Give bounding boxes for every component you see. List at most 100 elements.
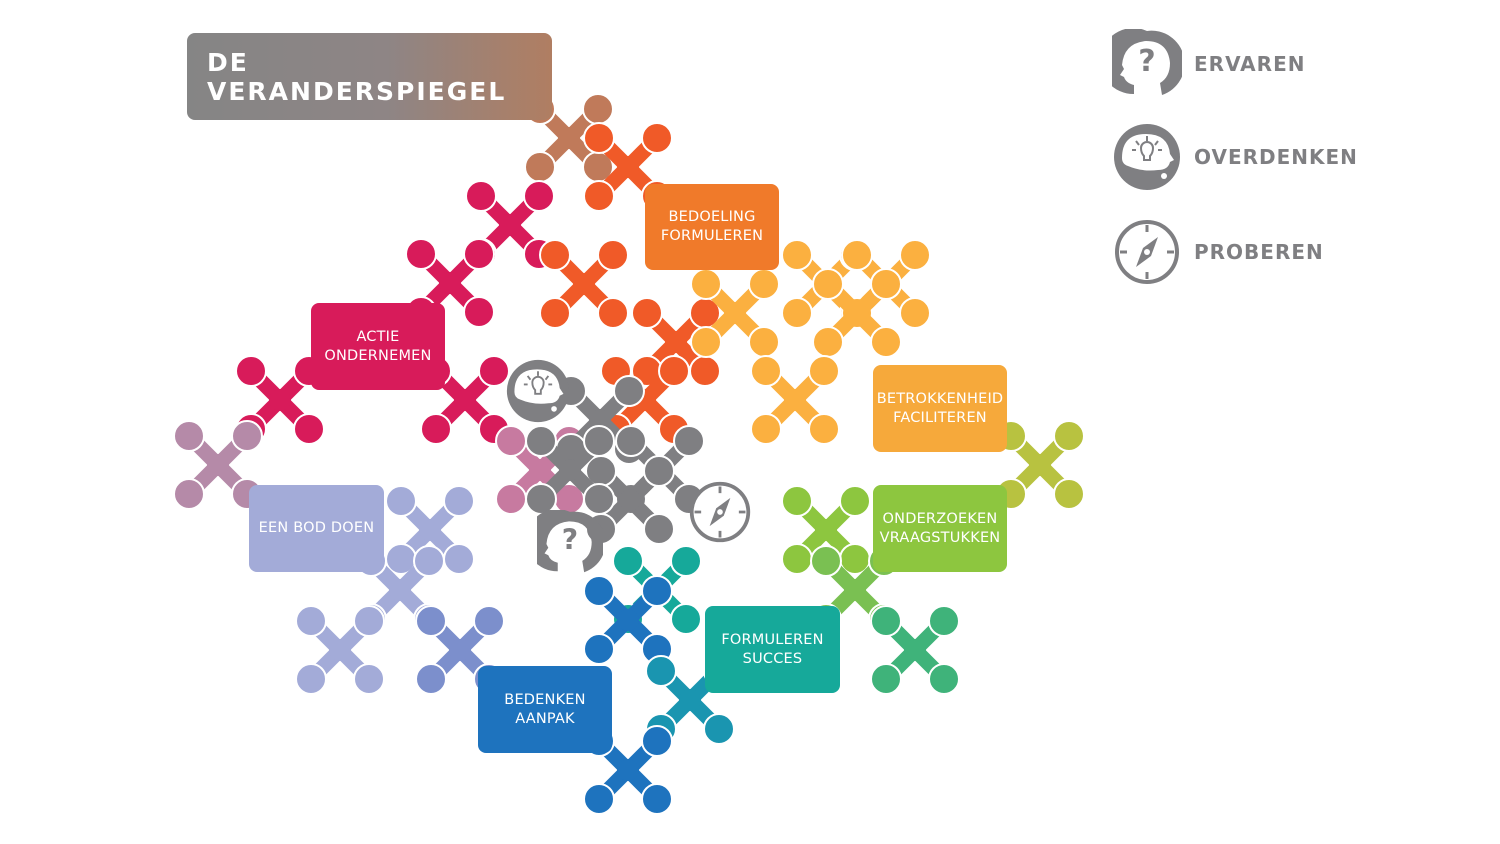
molecule-atom bbox=[295, 605, 327, 637]
step-line1: ONDERZOEKEN bbox=[882, 510, 998, 527]
molecule-node bbox=[583, 575, 673, 665]
molecule-atom bbox=[405, 238, 437, 270]
molecule-atom bbox=[870, 663, 902, 695]
molecule-core bbox=[846, 302, 868, 324]
molecule-core bbox=[499, 214, 521, 236]
molecule-atom bbox=[748, 326, 780, 358]
molecule-atom bbox=[353, 663, 385, 695]
molecule-core bbox=[844, 579, 866, 601]
thought-lightbulb-icon bbox=[1113, 123, 1181, 191]
molecule-atom bbox=[641, 575, 673, 607]
molecule-core bbox=[665, 331, 687, 353]
molecule-core bbox=[679, 689, 701, 711]
head-question-icon bbox=[1112, 29, 1182, 96]
legend-overdenken: OVERDENKEN bbox=[1112, 122, 1358, 192]
molecule-node bbox=[405, 238, 495, 328]
molecule-core bbox=[784, 389, 806, 411]
molecule-atom bbox=[673, 425, 705, 457]
step-line1: ACTIE bbox=[356, 328, 400, 345]
molecule-atom bbox=[750, 355, 782, 387]
molecule-atom bbox=[670, 603, 702, 635]
molecule-atom bbox=[808, 413, 840, 445]
molecule-core bbox=[449, 639, 471, 661]
step-onderzoeken-vraagstukken: ONDERZOEKEN VRAAGSTUKKEN bbox=[873, 485, 1007, 572]
title-text: DE VERANDERSPIEGEL bbox=[207, 47, 507, 106]
molecule-atom bbox=[870, 326, 902, 358]
molecule-atom bbox=[670, 545, 702, 577]
legend-label: ERVAREN bbox=[1194, 52, 1306, 76]
molecule-atom bbox=[523, 180, 555, 212]
step-een-bod-doen: EEN BOD DOEN bbox=[249, 485, 384, 572]
molecule-core bbox=[269, 389, 291, 411]
molecule-atom bbox=[928, 663, 960, 695]
molecule-atom bbox=[839, 485, 871, 517]
step-line2: FACILITEREN bbox=[893, 409, 987, 426]
step-line1: FORMULEREN bbox=[721, 631, 824, 648]
molecule-atom bbox=[781, 485, 813, 517]
molecule-core bbox=[329, 639, 351, 661]
molecule-core bbox=[573, 273, 595, 295]
molecule-atom bbox=[353, 605, 385, 637]
molecule-atom bbox=[613, 375, 645, 407]
molecule-atom bbox=[615, 425, 647, 457]
step-line1: BEDENKEN bbox=[504, 691, 586, 708]
molecule-atom bbox=[583, 483, 615, 515]
compass-icon bbox=[689, 481, 751, 543]
molecule-core bbox=[724, 302, 746, 324]
step-line2: AANPAK bbox=[515, 710, 575, 727]
molecule-atom bbox=[583, 180, 615, 212]
molecule-node bbox=[781, 485, 871, 575]
molecule-atom bbox=[645, 655, 677, 687]
step-line2: ONDERNEMEN bbox=[324, 347, 432, 364]
molecule-atom bbox=[173, 420, 205, 452]
molecule-atom bbox=[1053, 478, 1085, 510]
step-line2: VRAAGSTUKKEN bbox=[879, 529, 1001, 546]
molecule-core bbox=[589, 409, 611, 431]
molecule-atom bbox=[643, 513, 675, 545]
molecule-atom bbox=[420, 413, 452, 445]
molecule-atom bbox=[583, 425, 615, 457]
molecule-node bbox=[995, 420, 1085, 510]
page-title: DE VERANDERSPIEGEL bbox=[187, 33, 552, 120]
molecule-atom bbox=[899, 239, 931, 271]
molecule-atom bbox=[173, 478, 205, 510]
molecule-atom bbox=[231, 420, 263, 452]
molecule-atom bbox=[597, 297, 629, 329]
molecule-atom bbox=[841, 239, 873, 271]
molecule-atom bbox=[495, 425, 527, 457]
molecule-core bbox=[815, 519, 837, 541]
molecule-atom bbox=[781, 297, 813, 329]
molecule-atom bbox=[808, 355, 840, 387]
molecule-core bbox=[617, 156, 639, 178]
molecule-core bbox=[1029, 454, 1051, 476]
molecule-atom bbox=[463, 238, 495, 270]
molecule-node bbox=[750, 355, 840, 445]
molecule-atom bbox=[812, 268, 844, 300]
molecule-atom bbox=[703, 713, 735, 745]
molecule-atom bbox=[525, 425, 557, 457]
molecule-atom bbox=[473, 605, 505, 637]
molecule-atom bbox=[810, 545, 842, 577]
molecule-node bbox=[295, 605, 385, 695]
step-line1: EEN BOD DOEN bbox=[258, 520, 375, 536]
step-line1: BEDOELING bbox=[668, 209, 756, 225]
molecule-node bbox=[524, 93, 614, 183]
legend-ervaren: ERVAREN bbox=[1112, 29, 1305, 99]
step-line2: FORMULEREN bbox=[660, 228, 764, 244]
molecule-atom bbox=[539, 239, 571, 271]
legend-label: PROBEREN bbox=[1194, 240, 1324, 264]
molecule-atom bbox=[465, 180, 497, 212]
molecule-core bbox=[904, 639, 926, 661]
molecule-core bbox=[439, 272, 461, 294]
molecule-atom bbox=[597, 239, 629, 271]
molecule-atom bbox=[583, 575, 615, 607]
molecule-atom bbox=[928, 605, 960, 637]
molecule-core bbox=[419, 519, 441, 541]
molecule-core bbox=[389, 579, 411, 601]
molecule-atom bbox=[641, 783, 673, 815]
molecule-node bbox=[690, 268, 780, 358]
molecule-node bbox=[539, 239, 629, 329]
molecule-atom bbox=[643, 455, 675, 487]
molecule-atom bbox=[415, 605, 447, 637]
